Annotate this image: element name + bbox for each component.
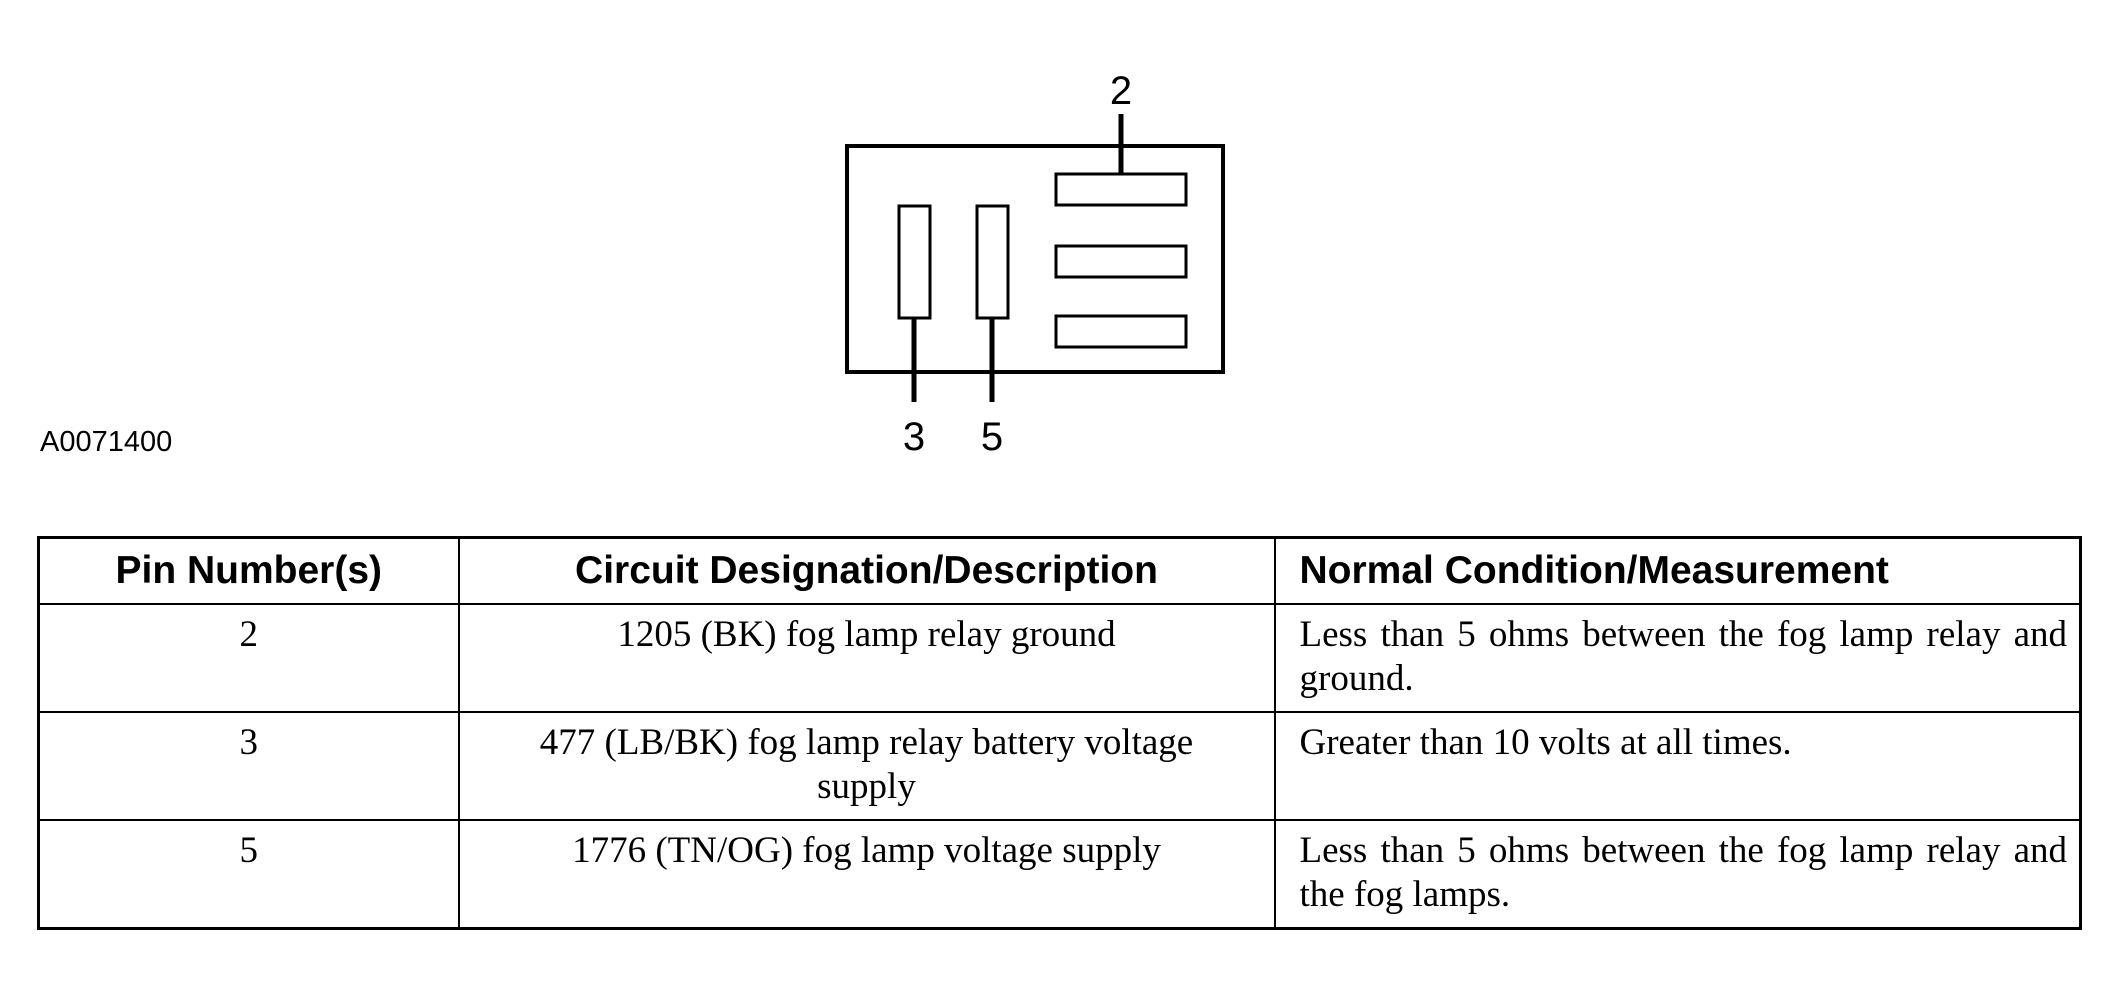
pin-label-3: 3 xyxy=(903,415,925,459)
table-row: 2 1205 (BK) fog lamp relay ground Less t… xyxy=(37,603,2082,713)
pin-label-2: 2 xyxy=(1110,69,1132,113)
pin-label-5: 5 xyxy=(981,415,1003,459)
header-normal-condition: Normal Condition/Measurement xyxy=(1273,536,2082,605)
terminal-pin-2 xyxy=(1054,172,1188,207)
normal-condition-cell: Greater than 10 volts at all times. xyxy=(1273,711,2082,821)
pin-number-cell: 3 xyxy=(37,711,460,821)
pin-number-cell: 2 xyxy=(37,603,460,713)
pin-table: Pin Number(s) Circuit Designation/Descri… xyxy=(37,536,2082,930)
normal-condition-cell: Less than 5 ohms between the fog lamp re… xyxy=(1273,603,2082,713)
terminal-pin-5 xyxy=(975,204,1010,320)
terminal-bottom xyxy=(1054,314,1188,349)
table-row: 5 1776 (TN/OG) fog lamp voltage supply L… xyxy=(37,819,2082,930)
header-circuit-description: Circuit Designation/Description xyxy=(457,536,1276,605)
pin-number-cell: 5 xyxy=(37,819,460,930)
table-header-row: Pin Number(s) Circuit Designation/Descri… xyxy=(37,536,2082,605)
figure-id: A0071400 xyxy=(40,426,173,458)
circuit-description-cell: 477 (LB/BK) fog lamp relay battery volta… xyxy=(457,711,1276,821)
circuit-description-cell: 1205 (BK) fog lamp relay ground xyxy=(457,603,1276,713)
normal-condition-cell: Less than 5 ohms between the fog lamp re… xyxy=(1273,819,2082,930)
terminal-middle xyxy=(1054,244,1188,279)
connector-diagram: 2 3 5 xyxy=(845,69,1225,459)
header-pin-numbers: Pin Number(s) xyxy=(37,536,460,605)
circuit-description-cell: 1776 (TN/OG) fog lamp voltage supply xyxy=(457,819,1276,930)
table-row: 3 477 (LB/BK) fog lamp relay battery vol… xyxy=(37,711,2082,821)
terminal-pin-3 xyxy=(897,204,932,320)
